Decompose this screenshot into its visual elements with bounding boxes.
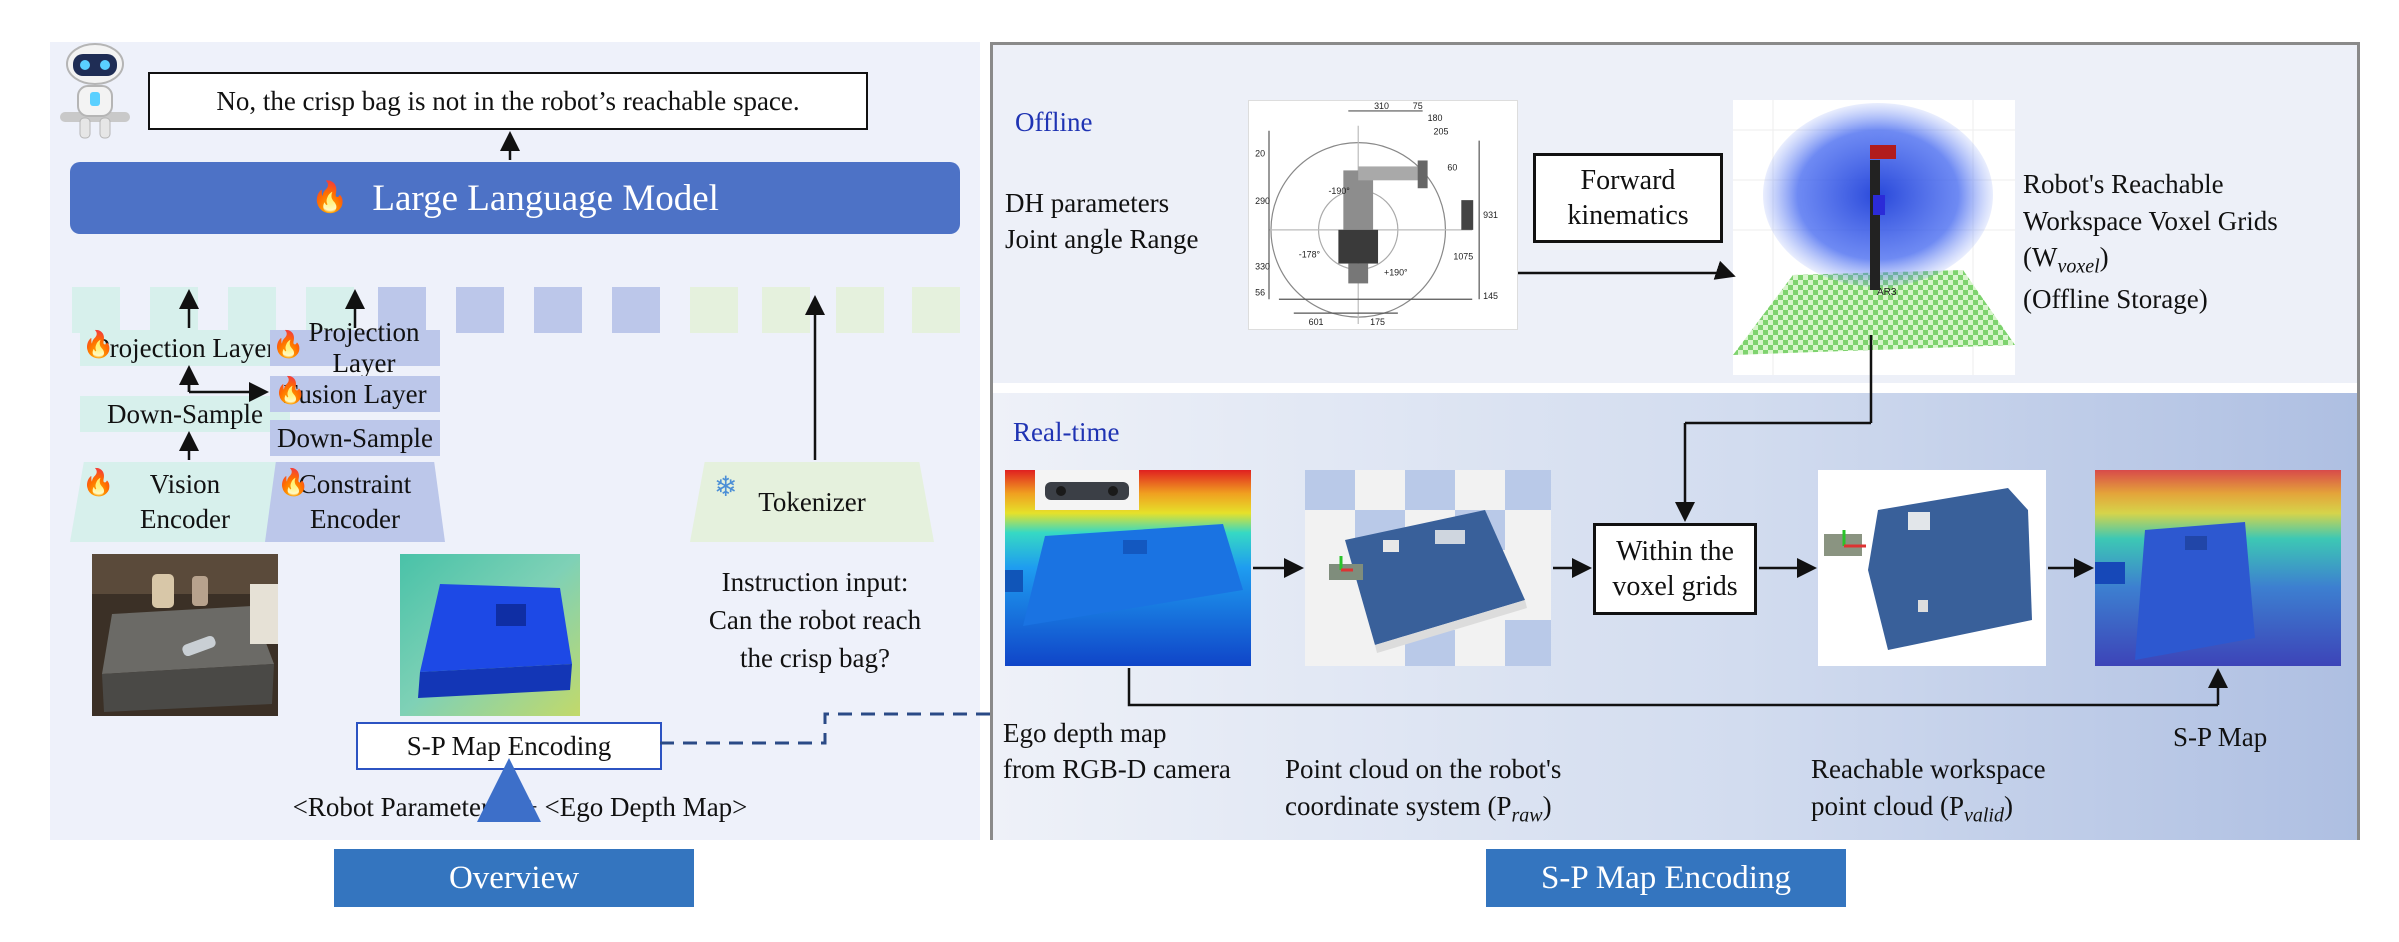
answer-box: No, the crisp bag is not in the robot’s …	[148, 72, 868, 130]
dim-label: 290	[1255, 196, 1270, 206]
input-line: <Robot Parameters> + <Ego Depth Map>	[292, 792, 748, 822]
sp-map-thumbnail	[400, 554, 580, 716]
vision-encoder: 🔥 Vision Encoder	[70, 462, 300, 542]
vision-token	[72, 287, 120, 333]
flame-icon: 🔥	[274, 376, 307, 405]
dim-label: 145	[1483, 291, 1498, 301]
reachable-point-cloud	[1818, 470, 2046, 666]
snowflake-icon: ❄	[714, 472, 738, 503]
sp-map-output	[2095, 470, 2341, 666]
ego-depth-caption: Ego depth map from RGB-D camera	[1003, 718, 1231, 785]
text-token	[690, 287, 738, 333]
dim-label: 205	[1434, 127, 1449, 137]
dim-label: 175	[1370, 317, 1385, 327]
offline-title: Offline	[1015, 107, 1093, 137]
robot-arm-drawing: 310 75 180 60 290 330 601 175 931 1075 1…	[1248, 100, 1518, 330]
fusion-layer: 🔥 Fusion Layer	[270, 376, 440, 412]
point-cloud-raw	[1305, 470, 1551, 666]
reachable-workspace-text: Robot's Reachable Workspace Voxel Grids …	[2023, 169, 2278, 314]
ego-depth-map	[1005, 470, 1251, 666]
dim-label: 56	[1255, 287, 1265, 297]
constraint-token	[378, 287, 426, 333]
vision-token	[228, 287, 276, 333]
dim-label: 1075	[1453, 252, 1473, 262]
dim-label: 20	[1255, 149, 1265, 159]
forward-kinematics-box: Forward kinematics	[1533, 153, 1723, 243]
flame-icon: 🔥	[272, 330, 305, 359]
constraint-token	[612, 287, 660, 333]
scene-photo	[92, 554, 278, 716]
overview-panel: No, the crisp bag is not in the robot’s …	[50, 42, 980, 840]
down-sample-left: Down-Sample	[80, 396, 290, 432]
dim-label: 601	[1309, 317, 1324, 327]
sp-map-encoding-box: S-P Map Encoding	[356, 722, 662, 770]
voxel-grid-image: AR3	[1733, 100, 2015, 375]
dim-label: -178°	[1299, 250, 1321, 260]
robot-mascot-icon	[60, 43, 130, 139]
flame-icon: 🔥	[82, 330, 115, 359]
point-cloud-caption: Point cloud on the robot's coordinate sy…	[1285, 754, 1562, 827]
flame-icon: 🔥	[311, 181, 349, 214]
dim-label: 310	[1374, 101, 1389, 111]
vision-token	[150, 287, 198, 333]
projection-layer-left: 🔥 Projection Layer	[80, 330, 290, 366]
dim-label: 60	[1447, 162, 1457, 172]
constraint-token	[534, 287, 582, 333]
sp-map-caption: S-P Map	[2173, 722, 2268, 752]
text-token	[836, 287, 884, 333]
text-token	[912, 287, 960, 333]
dim-label: 180	[1428, 113, 1443, 123]
flame-icon: 🔥	[82, 468, 115, 497]
robot-model-label: AR3	[1877, 287, 1897, 298]
constraint-token	[456, 287, 504, 333]
llm-label: Large Language Model	[372, 177, 719, 219]
down-sample-right: Down-Sample	[270, 420, 440, 456]
within-voxel-grids-box: Within the voxel grids	[1593, 523, 1757, 615]
overview-caption: Overview	[334, 849, 694, 907]
projection-layer-right: 🔥 Projection Layer	[270, 317, 440, 378]
dim-label: 330	[1255, 262, 1270, 272]
realtime-title: Real-time	[1013, 417, 1120, 447]
dim-label: 75	[1413, 101, 1423, 111]
dim-label: +190°	[1384, 267, 1408, 277]
constraint-encoder: 🔥 Constraint Encoder	[265, 462, 445, 542]
dh-parameters-text: DH parameters Joint angle Range	[1005, 188, 1199, 255]
dim-label: 931	[1483, 210, 1498, 220]
llm-bar: 🔥 Large Language Model	[70, 162, 960, 234]
tokenizer: ❄ Tokenizer	[690, 462, 934, 542]
dim-label: -190°	[1328, 186, 1350, 196]
sp-map-encoding-caption: S-P Map Encoding	[1486, 849, 1846, 907]
flame-icon: 🔥	[277, 468, 310, 497]
text-token	[762, 287, 810, 333]
instruction-text: Instruction input: Can the robot reach t…	[708, 567, 922, 673]
reachable-pc-caption: Reachable workspace point cloud (Pvalid)	[1811, 754, 2046, 827]
sp-map-encoding-panel: Offline DH parameters Joint angle Range …	[990, 42, 2360, 840]
